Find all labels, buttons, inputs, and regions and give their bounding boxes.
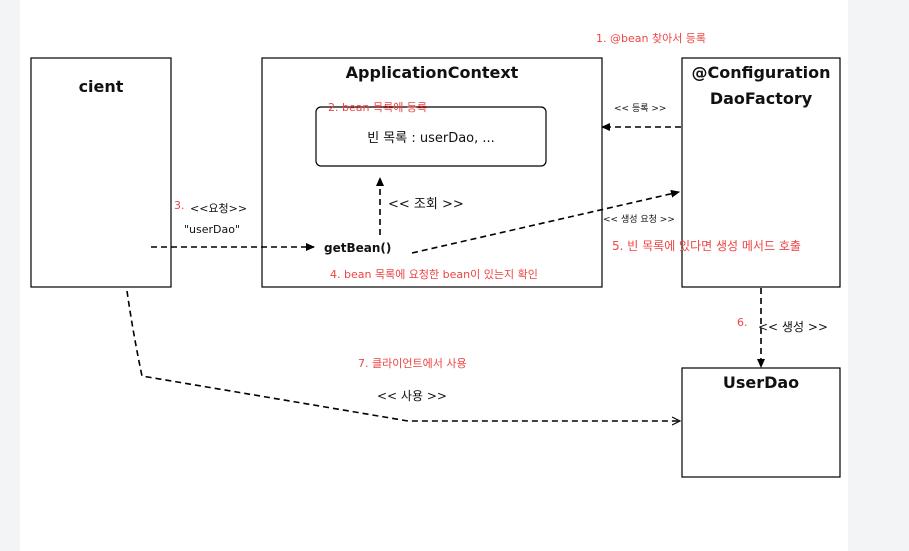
annotation-step4: 4. bean 목록에 요청한 bean이 있는지 확인: [330, 268, 538, 281]
annotation-step2: 2. bean 목록에 등록: [328, 101, 427, 114]
userdao-box: [681, 367, 841, 478]
application-context-box: [261, 57, 603, 288]
use-label: << 사용 >>: [377, 389, 447, 403]
config-title-line2: DaoFactory: [710, 89, 813, 108]
config-box: [681, 57, 841, 288]
client-box: [30, 57, 172, 288]
bean-list-box: [315, 106, 547, 167]
create-request-label: << 생성 요청 >>: [603, 214, 675, 225]
annotation-step6: 6.: [737, 316, 748, 329]
request-label: <<요청>>: [190, 202, 247, 215]
getbean-label: getBean(): [324, 241, 391, 255]
lookup-label: << 조회 >>: [388, 197, 464, 212]
create-label: << 생성 >>: [758, 320, 828, 334]
create-request-arrow: [411, 189, 680, 254]
annotation-step3: 3.: [174, 199, 185, 212]
bean-list-label: 빈 목록 : userDao, ...: [367, 131, 495, 146]
register-label: << 등록 >>: [614, 103, 666, 114]
annotation-step5: 5. 빈 목록에 있다면 생성 메서드 호출: [612, 239, 801, 253]
annotation-step7: 7. 클라이언트에서 사용: [358, 357, 467, 370]
client-title: cient: [79, 77, 124, 96]
use-arrow: [126, 290, 680, 421]
config-title-line1: @Configuration: [691, 63, 830, 82]
request-arg-label: "userDao": [184, 223, 240, 236]
annotation-step1: 1. @bean 찾아서 등록: [596, 32, 706, 45]
userdao-title: UserDao: [723, 373, 799, 392]
application-context-title: ApplicationContext: [346, 63, 519, 82]
